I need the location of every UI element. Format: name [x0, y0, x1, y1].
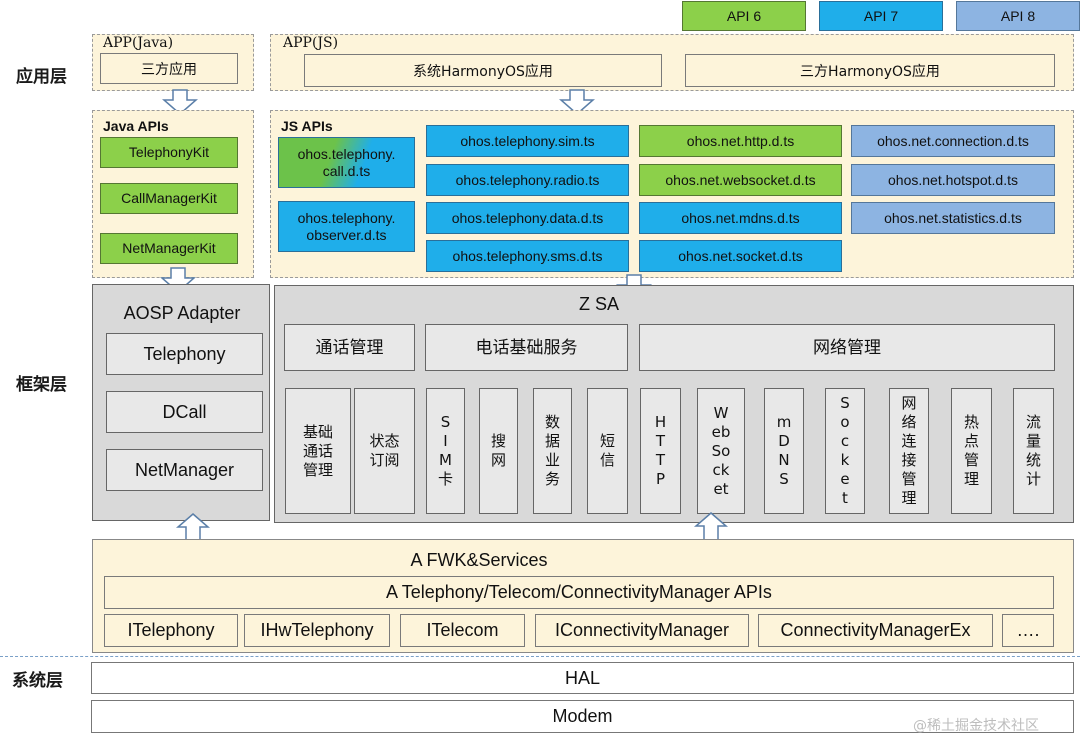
aosp-dcall: DCall [106, 391, 263, 433]
module-data-service: 数 据 业 务 [533, 388, 572, 514]
module-network-connection-management: 网 络 连 接 管 理 [889, 388, 929, 514]
api-net-socket: ohos.net.socket.d.ts [639, 240, 842, 272]
java-apis-panel: Java APIs TelephonyKit CallManagerKit Ne… [92, 110, 254, 278]
third-party-app-box: 三方应用 [100, 53, 238, 84]
module-http: H T T P [640, 388, 681, 514]
api-net-hotspot: ohos.net.hotspot.d.ts [851, 164, 1055, 196]
api-net-connection: ohos.net.connection.d.ts [851, 125, 1055, 157]
app-js-panel: APP(JS) 系统HarmonyOS应用 三方HarmonyOS应用 [270, 34, 1074, 91]
layer-label-app: 应用层 [16, 67, 67, 87]
system-harmonyos-app-box: 系统HarmonyOS应用 [304, 54, 662, 87]
module-traffic-statistics: 流 量 统 计 [1013, 388, 1054, 514]
module-socket: S o c k e t [825, 388, 865, 514]
arrow-down-icon [559, 89, 595, 115]
api-telephonykit: TelephonyKit [100, 137, 238, 168]
fwk-more: …. [1002, 614, 1054, 647]
arrow-down-icon [162, 89, 198, 115]
module-status-subscribe: 状态 订阅 [354, 388, 415, 514]
hal-box: HAL [91, 662, 1074, 694]
aosp-adapter-panel: AOSP Adapter Telephony DCall NetManager [92, 284, 270, 521]
module-sim: S I M 卡 [426, 388, 465, 514]
api-net-mdns: ohos.net.mdns.d.ts [639, 202, 842, 234]
js-apis-title: JS APIs [281, 118, 333, 134]
module-mdns: m D N S [764, 388, 804, 514]
zsa-title: Z SA [578, 294, 619, 314]
module-hotspot-management: 热 点 管 理 [951, 388, 992, 514]
api-telephony-data: ohos.telephony.data.d.ts [426, 202, 629, 234]
api-net-websocket: ohos.net.websocket.d.ts [639, 164, 842, 196]
legend-api8: API 8 [956, 1, 1080, 31]
api-net-statistics: ohos.net.statistics.d.ts [851, 202, 1055, 234]
module-network-search: 搜 网 [479, 388, 518, 514]
api-callmanagerkit: CallManagerKit [100, 183, 238, 214]
api-telephony-call: ohos.telephony. call.d.ts [278, 137, 415, 188]
app-java-panel: APP(Java) 三方应用 [92, 34, 254, 91]
api-netmanagerkit: NetManagerKit [100, 233, 238, 264]
fwk-connectivitymanagerex: ConnectivityManagerEx [758, 614, 993, 647]
legend-api7: API 7 [819, 1, 943, 31]
aosp-adapter-title: AOSP Adapter [123, 303, 241, 323]
layer-separator [0, 656, 1080, 657]
api-telephony-observer: ohos.telephony. observer.d.ts [278, 201, 415, 252]
fwk-services-title: A FWK&Services [410, 550, 548, 570]
layer-label-system: 系统层 [12, 671, 63, 691]
aosp-telephony: Telephony [106, 333, 263, 375]
group-network-management: 网络管理 [639, 324, 1055, 371]
modem-box: Modem [91, 700, 1074, 733]
fwk-iconnectivitymanager: IConnectivityManager [535, 614, 749, 647]
fwk-ihwtelephony: IHwTelephony [244, 614, 390, 647]
app-java-title: APP(Java) [103, 35, 174, 51]
java-apis-title: Java APIs [103, 118, 169, 134]
module-basic-call: 基础 通话 管理 [285, 388, 351, 514]
fwk-apis-box: A Telephony/Telecom/ConnectivityManager … [104, 576, 1054, 609]
third-harmonyos-app-box: 三方HarmonyOS应用 [685, 54, 1055, 87]
layer-label-framework: 框架层 [16, 375, 67, 395]
api-telephony-sms: ohos.telephony.sms.d.ts [426, 240, 629, 272]
fwk-itelecom: ITelecom [400, 614, 525, 647]
zsa-panel: Z SA 通话管理 电话基础服务 网络管理 基础 通话 管理 状态 订阅 S I… [274, 285, 1074, 523]
api-telephony-sim: ohos.telephony.sim.ts [426, 125, 629, 157]
fwk-services-panel: A FWK&Services A Telephony/Telecom/Conne… [92, 539, 1074, 653]
module-websocket: W eb So ck et [697, 388, 745, 514]
js-apis-panel: JS APIs ohos.telephony. call.d.ts ohos.t… [270, 110, 1074, 278]
group-call-management: 通话管理 [284, 324, 415, 371]
fwk-itelephony: ITelephony [104, 614, 238, 647]
watermark: @稀土掘金技术社区 [913, 718, 1039, 734]
legend-api6: API 6 [682, 1, 806, 31]
module-sms: 短 信 [587, 388, 628, 514]
api-telephony-radio: ohos.telephony.radio.ts [426, 164, 629, 196]
app-js-title: APP(JS) [283, 35, 339, 51]
aosp-netmanager: NetManager [106, 449, 263, 491]
group-telephony-basic-services: 电话基础服务 [425, 324, 628, 371]
api-net-http: ohos.net.http.d.ts [639, 125, 842, 157]
